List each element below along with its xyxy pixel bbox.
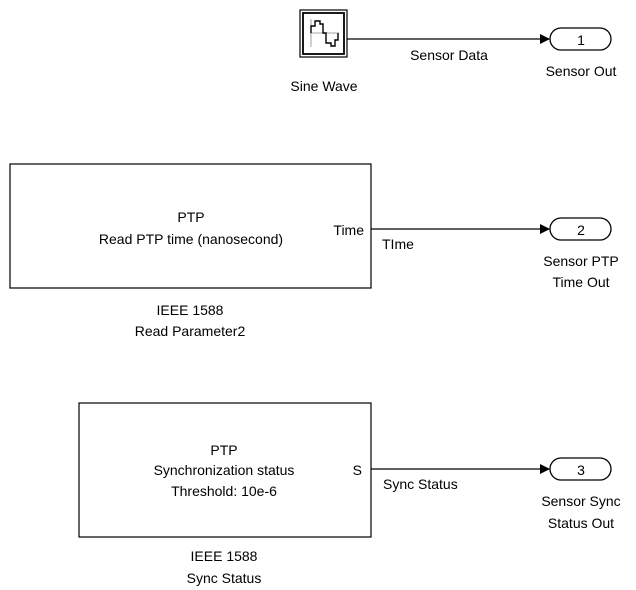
outport-3-number: 3 [577,462,585,478]
sine-wave-block-name: Sine Wave [290,78,357,94]
sync-status-port-label: S [353,462,362,478]
sync-block-name-line2: Sync Status [187,570,262,586]
outport-2-name-line1: Sensor PTP [543,253,618,269]
outport-1-name: Sensor Out [546,63,617,79]
read-ptp-time-port-label: Time [333,222,364,238]
sensor-data-signal-label: Sensor Data [410,47,488,63]
read-ptp-block-line1: PTP [177,209,204,225]
time-signal-label: TIme [382,236,414,252]
read-ptp-time-block[interactable]: PTP Read PTP time (nanosecond) Time [9,163,372,289]
outport-2[interactable]: 2 [549,217,612,241]
read-ptp-block-name-line1: IEEE 1588 [157,302,224,318]
outport-3[interactable]: 3 [549,457,612,481]
sync-block-line3: Threshold: 10e-6 [171,483,277,499]
outport-3-name-line2: Status Out [548,515,614,531]
sync-status-block[interactable]: PTP Synchronization status Threshold: 10… [78,402,372,538]
outport-1-number: 1 [577,32,585,48]
sine-wave-block[interactable] [299,9,348,58]
outport-2-number: 2 [577,222,585,238]
sine-wave-icon [310,19,339,47]
sync-block-line1: PTP [210,442,237,458]
sync-block-line2: Synchronization status [154,462,295,478]
outport-2-name-line2: Time Out [552,274,609,290]
sync-block-name-line1: IEEE 1588 [191,548,258,564]
sync-status-signal-label: Sync Status [383,476,458,492]
read-ptp-block-name-line2: Read Parameter2 [135,323,246,339]
outport-3-name-line1: Sensor Sync [541,493,620,509]
read-ptp-block-line2: Read PTP time (nanosecond) [99,231,283,247]
outport-1[interactable]: 1 [549,27,612,51]
